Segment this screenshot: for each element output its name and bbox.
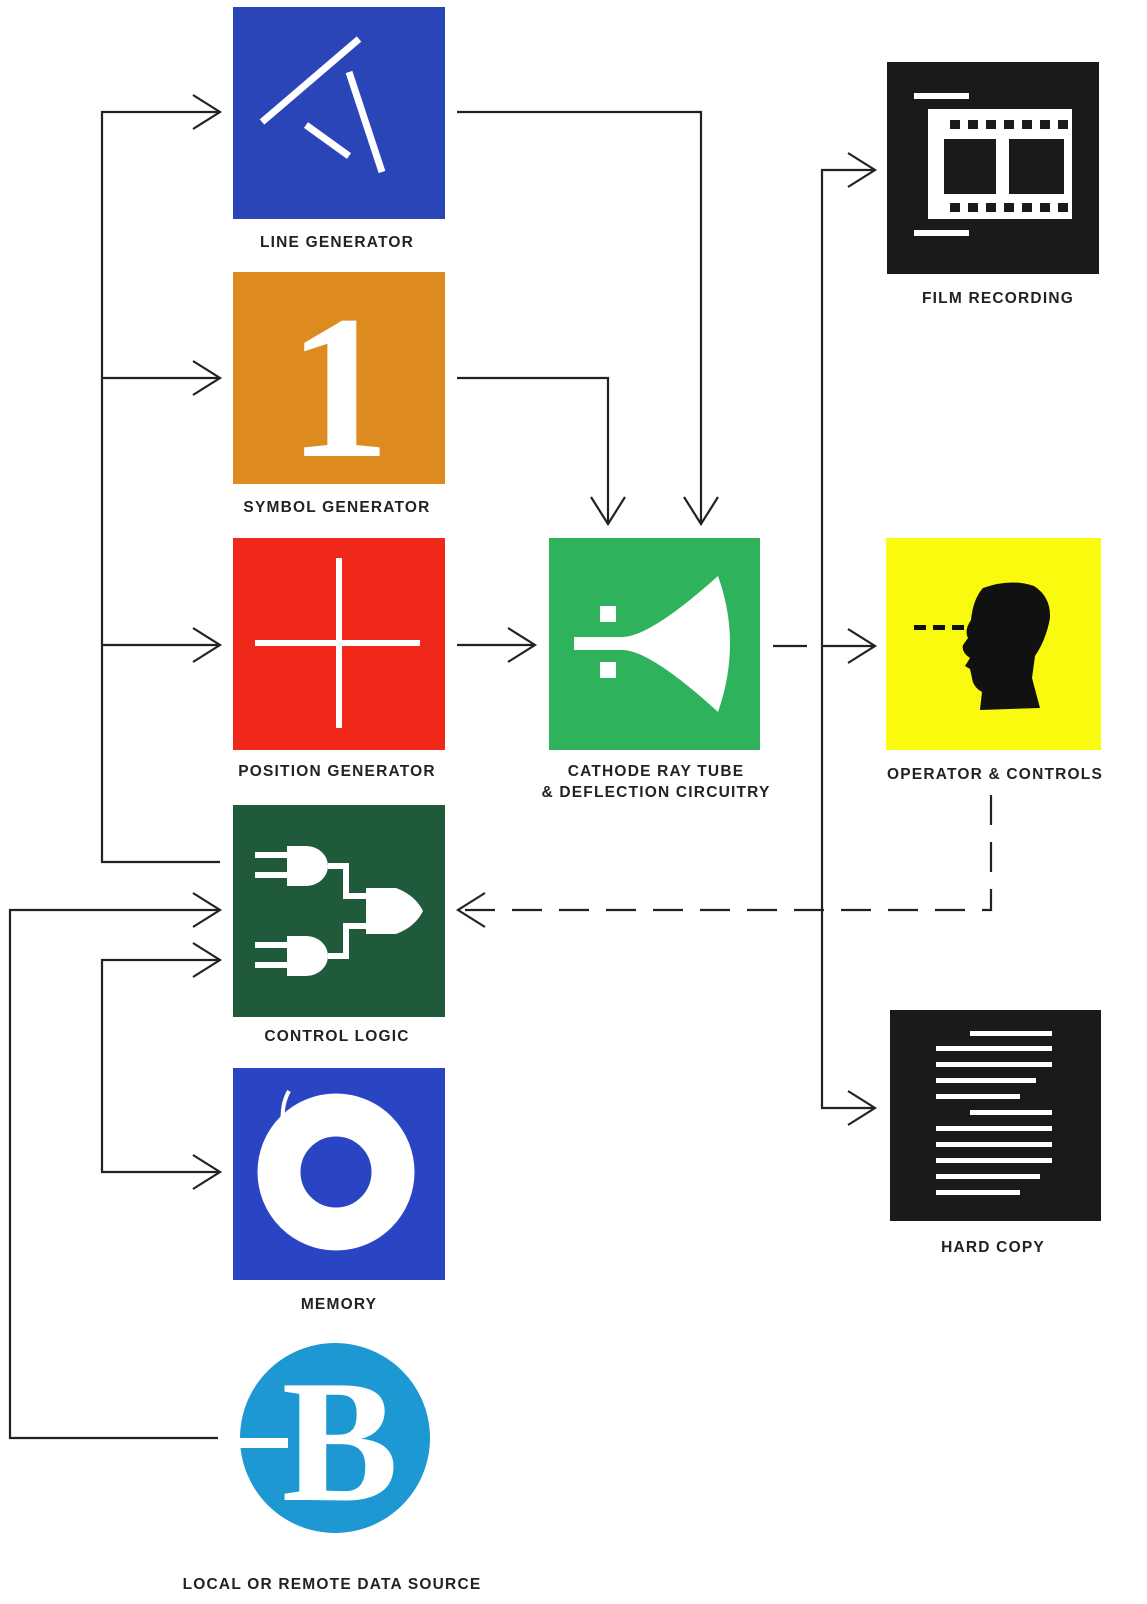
film-strip-icon [914, 93, 1072, 236]
data-source-block: B LOCAL OR REMOTE DATA SOURCE [183, 1343, 482, 1593]
hard-copy-label: HARD COPY [941, 1239, 1045, 1256]
line-to-crt-connector [457, 110, 719, 527]
memory-label: MEMORY [301, 1296, 377, 1313]
hard-copy-box [890, 1010, 1101, 1221]
document-lines-icon [936, 1031, 1052, 1195]
tape-reel-icon [257, 1090, 415, 1251]
line-generator-box [233, 7, 445, 219]
operator-controls-label: OPERATOR & CONTROLS [887, 766, 1103, 783]
hard-copy-block: HARD COPY [890, 1010, 1101, 1256]
symbol-generator-block: 1 SYMBOL GENERATOR [233, 272, 445, 516]
symbol-to-crt-connector [457, 376, 626, 527]
operator-controls-block: OPERATOR & CONTROLS [886, 538, 1103, 783]
line-generator-label: LINE GENERATOR [260, 234, 414, 251]
crt-block: CATHODE RAY TUBE & DEFLECTION CIRCUITRY [541, 538, 770, 801]
control-logic-block: CONTROL LOGIC [233, 805, 445, 1045]
b-logo-icon: B [282, 1344, 399, 1538]
control-logic-label: CONTROL LOGIC [264, 1028, 409, 1045]
position-to-crt-connector [457, 627, 538, 663]
data-source-label: LOCAL OR REMOTE DATA SOURCE [183, 1576, 482, 1593]
data-source-connector [8, 892, 223, 1440]
position-generator-block: POSITION GENERATOR [233, 538, 445, 780]
film-recording-label: FILM RECORDING [922, 290, 1074, 307]
line-generator-icon [259, 36, 386, 174]
memory-block: MEMORY [233, 1068, 445, 1313]
crt-tube-icon [574, 576, 730, 712]
line-generator-block: LINE GENERATOR [233, 7, 445, 251]
numeral-one-icon: 1 [288, 274, 391, 501]
position-generator-label: POSITION GENERATOR [238, 763, 436, 780]
crt-label-line1: CATHODE RAY TUBE [568, 763, 745, 780]
symbol-generator-box [233, 272, 445, 484]
crt-output-connector [773, 152, 878, 1126]
memory-link-connector [100, 942, 223, 1190]
plug-gate-icon [255, 846, 423, 976]
data-source-disc [240, 1343, 430, 1533]
crt-label-line2: & DEFLECTION CIRCUITRY [541, 784, 770, 801]
control-bus-connector [100, 94, 223, 864]
symbol-generator-label: SYMBOL GENERATOR [243, 499, 430, 516]
operator-feedback-connector [455, 795, 993, 928]
crosshair-icon [255, 558, 420, 728]
operator-head-icon [914, 582, 1051, 710]
film-recording-block: FILM RECORDING [887, 62, 1099, 307]
